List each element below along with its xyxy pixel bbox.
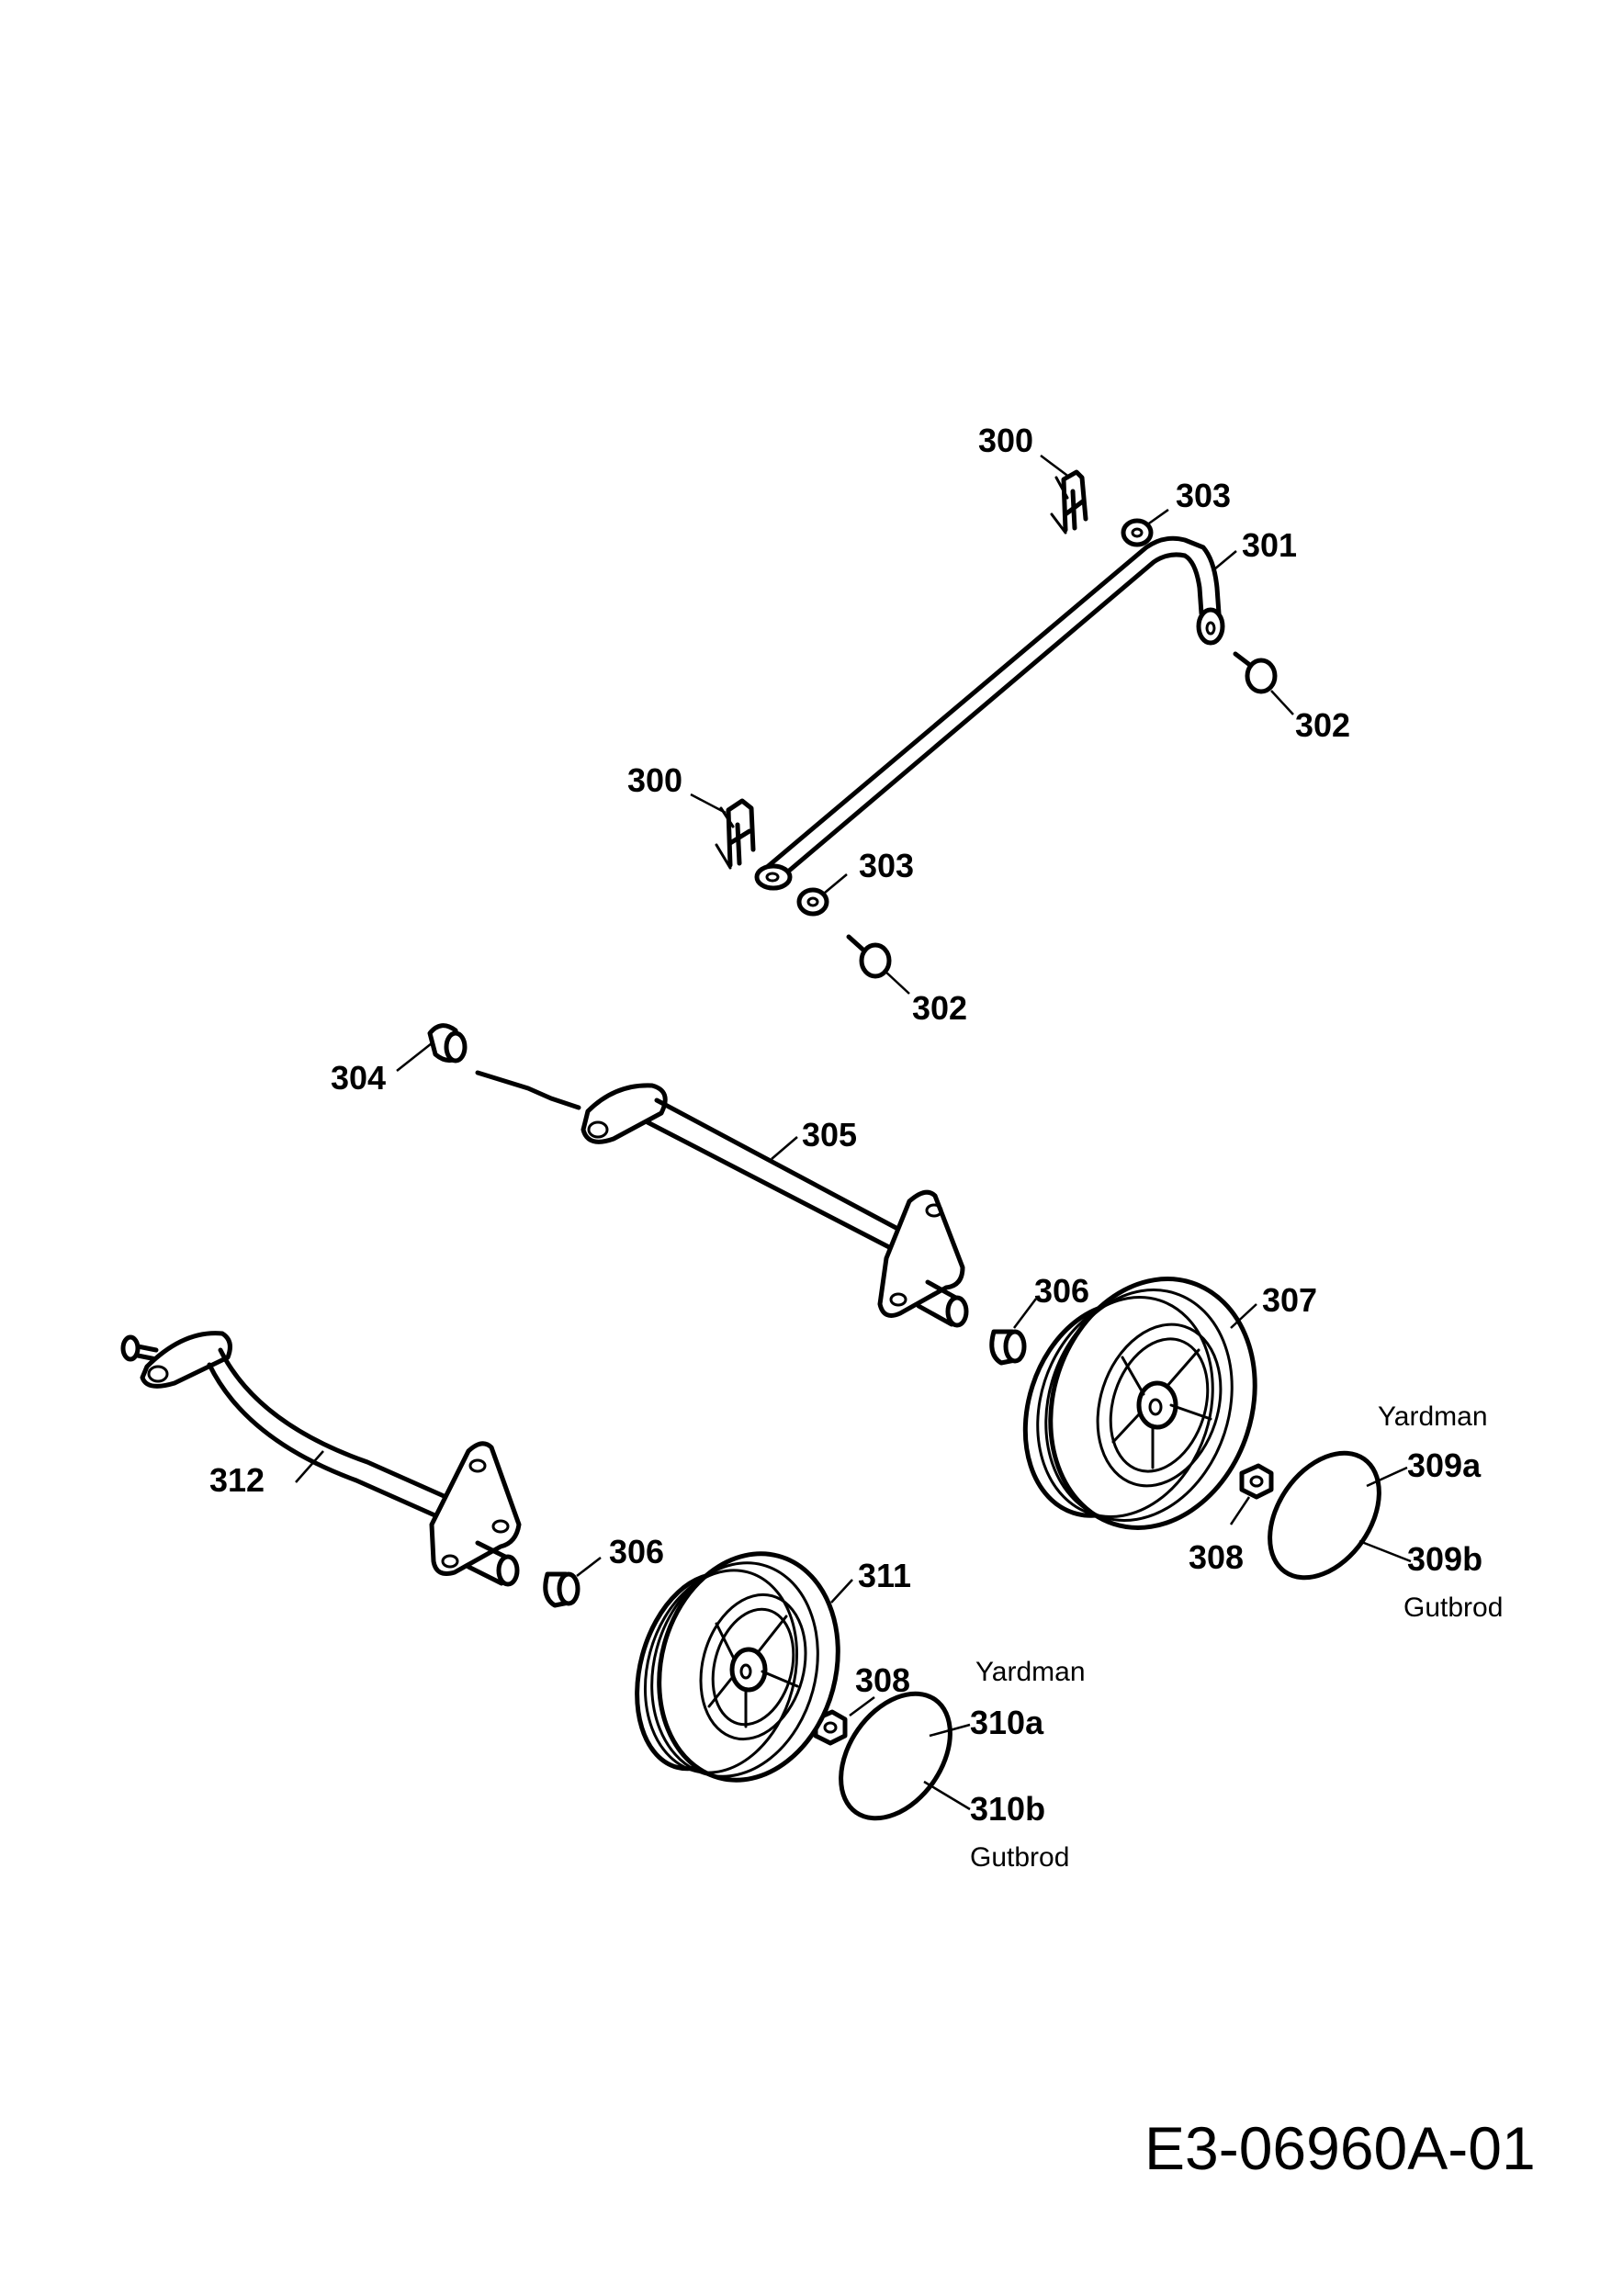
label-303-lower: 303 [859,847,914,884]
label-302-lower: 302 [912,989,967,1027]
part-304-knob [427,1023,468,1064]
label-303-upper: 303 [1176,477,1231,514]
part-305-axle [580,1083,969,1328]
label-311: 311 [858,1557,911,1594]
leader-lines [295,455,1412,1811]
label-301: 301 [1242,526,1297,564]
label-308-rear: 308 [855,1661,910,1699]
label-306-rear: 306 [609,1533,664,1570]
label-307: 307 [1262,1281,1317,1319]
brand-yardman-front: Yardman [1378,1401,1488,1432]
part-306-spacer-rear [543,1571,580,1608]
label-312: 312 [209,1461,265,1499]
part-311-rear-wheel [635,1551,840,1783]
label-302-upper: 302 [1295,706,1350,744]
part-300-clip-upper [1050,469,1088,535]
brand-gutbrod-rear: Gutbrod [970,1842,1069,1873]
part-307-front-wheel [1022,1277,1257,1530]
part-312-rear-axle [120,1331,522,1587]
label-300-lower: 300 [627,761,682,799]
part-302-pin-lower [846,934,892,979]
part-305-link-wire [475,1070,581,1110]
label-310a: 310a [970,1704,1044,1741]
brand-notes: Yardman Gutbrod Yardman Gutbrod [970,1401,1503,1873]
brand-gutbrod-front: Gutbrod [1403,1593,1503,1623]
label-309a: 309a [1407,1446,1482,1484]
label-306-front: 306 [1034,1272,1089,1310]
label-309b: 309b [1407,1540,1482,1578]
label-308-front: 308 [1189,1538,1244,1576]
part-306-spacer-front [989,1329,1027,1366]
part-303-washer-upper [1121,518,1154,547]
part-301-rod [754,535,1225,891]
part-302-pin-upper [1233,651,1278,694]
label-305: 305 [802,1116,857,1154]
label-300-upper: 300 [978,422,1033,459]
part-303-washer-lower [796,887,829,917]
brand-yardman-rear: Yardman [975,1657,1086,1687]
drawing-number: E3-06960A-01 [1144,2114,1536,2182]
label-310b: 310b [970,1790,1045,1828]
part-309-hubcap [1268,1450,1381,1581]
part-308-nut-front [1239,1463,1274,1500]
part-310-hubcap [839,1691,952,1821]
part-labels: 300 303 301 302 300 303 302 304 305 306 … [209,422,1482,1828]
label-304: 304 [331,1059,386,1097]
